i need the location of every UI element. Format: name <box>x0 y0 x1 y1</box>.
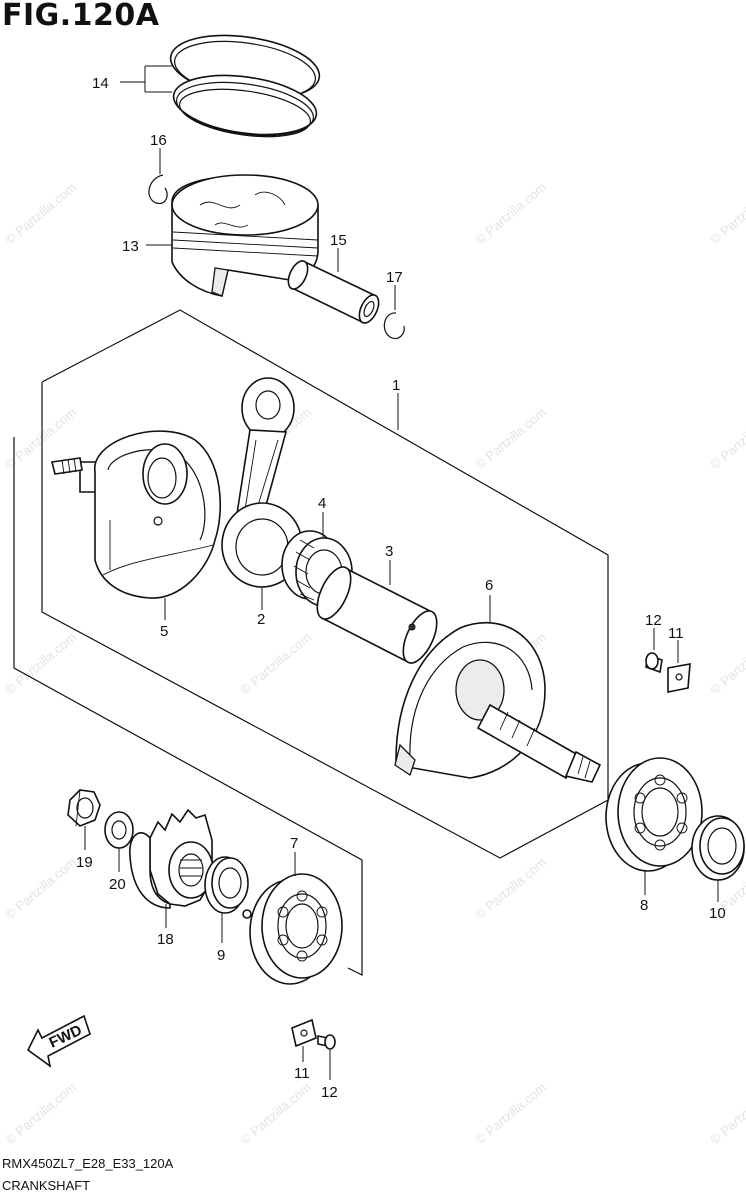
ref-label-13: 13 <box>122 238 139 255</box>
ref-label-11b: 11 <box>294 1065 310 1082</box>
watermark: © Partzilla.com <box>472 179 549 247</box>
ref-label-19: 19 <box>76 854 93 871</box>
piston <box>146 174 319 297</box>
watermark: © Partzilla.com <box>707 1079 746 1147</box>
oil-seal-right <box>691 815 745 902</box>
bearing-small <box>249 852 343 985</box>
watermark: © Partzilla.com <box>2 1079 79 1147</box>
ref-label-8: 8 <box>640 897 648 914</box>
ref-label-3: 3 <box>385 543 393 560</box>
washer <box>104 811 134 872</box>
watermark: © Partzilla.com <box>237 629 314 697</box>
reference-labels: 1 2 3 4 5 6 7 8 9 10 11 12 13 14 15 16 1… <box>76 75 726 1101</box>
bolt-upper <box>645 628 663 674</box>
watermark: © Partzilla.com <box>237 1079 314 1147</box>
nut <box>67 789 101 850</box>
ref-label-12: 12 <box>645 612 662 629</box>
ref-label-4: 4 <box>318 495 326 512</box>
bolt-lower <box>317 1034 336 1080</box>
crank-pin <box>316 560 438 664</box>
primary-drive-gear <box>129 808 214 928</box>
ref-label-6: 6 <box>485 577 493 594</box>
ref-label-20: 20 <box>109 876 126 893</box>
section-name: CRANKSHAFT <box>2 1178 91 1193</box>
ref-label-17: 17 <box>386 269 403 286</box>
oil-seal-left <box>204 856 252 943</box>
circlip-lower <box>383 285 405 340</box>
crankshaft-right <box>394 595 602 783</box>
model-code: RMX450ZL7_E28_E33_120A <box>2 1156 174 1171</box>
figure-title: FIG.120A <box>2 0 160 33</box>
ref-label-10: 10 <box>709 905 726 922</box>
ref-label-14: 14 <box>92 75 109 92</box>
watermark: © Partzilla.com <box>707 404 746 472</box>
lock-washer-lower <box>291 1018 317 1062</box>
watermark: © Partzilla.com <box>707 179 746 247</box>
bearing-large <box>605 757 703 895</box>
ref-label-7: 7 <box>290 835 298 852</box>
watermark: © Partzilla.com <box>472 854 549 922</box>
ref-label-15: 15 <box>330 232 347 249</box>
fwd-arrow: FWD <box>26 1014 91 1068</box>
ref-label-12b: 12 <box>321 1084 338 1101</box>
watermark-layer: © Partzilla.com © Partzilla.com © Partzi… <box>2 179 746 1147</box>
watermark: © Partzilla.com <box>2 179 79 247</box>
lower-assembly-box <box>13 437 363 976</box>
watermark: © Partzilla.com <box>472 404 549 472</box>
crankshaft-left <box>51 430 222 620</box>
ref-label-18: 18 <box>157 931 174 948</box>
watermark: © Partzilla.com <box>707 629 746 697</box>
ref-label-1: 1 <box>392 377 400 394</box>
ref-label-16: 16 <box>150 132 167 149</box>
piston-ring-set <box>120 34 321 138</box>
ref-label-5: 5 <box>160 623 168 640</box>
ref-label-11: 11 <box>668 625 684 642</box>
watermark: © Partzilla.com <box>472 1079 549 1147</box>
ref-label-2: 2 <box>257 611 265 628</box>
watermark: © Partzilla.com <box>2 854 79 922</box>
piston-pin <box>287 248 380 324</box>
lock-washer-upper <box>667 640 691 693</box>
ref-label-9: 9 <box>217 947 225 964</box>
circlip-upper <box>148 148 168 205</box>
